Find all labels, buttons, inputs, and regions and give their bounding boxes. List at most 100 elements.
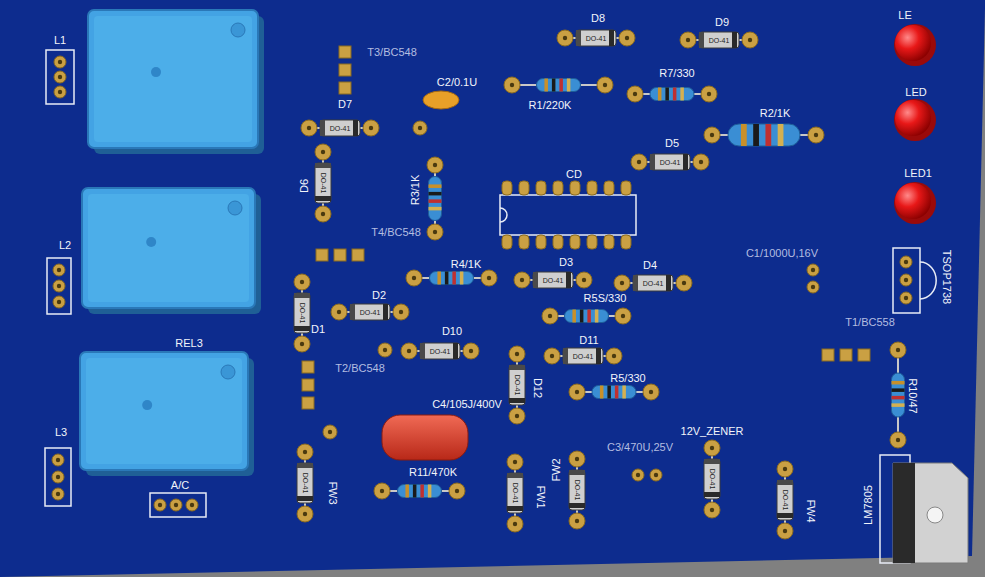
- diode-end: [320, 120, 325, 136]
- diode-symbol: [533, 272, 573, 288]
- diode-symbol: [576, 30, 616, 46]
- silkscreen-label: T2/BC548: [335, 363, 385, 374]
- square-pad: [334, 249, 346, 261]
- drill-hole: [710, 508, 714, 512]
- diode-symbol: [563, 348, 603, 364]
- diode-end: [650, 154, 655, 170]
- color-band: [665, 88, 669, 101]
- cathode-band: [297, 496, 313, 501]
- drill-hole: [620, 281, 624, 285]
- silkscreen-label: T4/BC548: [371, 227, 421, 238]
- color-band: [429, 199, 442, 203]
- diode-symbol: [633, 275, 673, 291]
- silkscreen-label: L1: [54, 35, 66, 46]
- relay-body: [82, 188, 255, 308]
- color-band: [452, 272, 456, 285]
- silkscreen-label: FW2: [551, 458, 562, 481]
- solder-pad: [507, 454, 523, 470]
- package-code: DO-41: [643, 280, 664, 287]
- solder-pad: [378, 343, 392, 357]
- solder-pad: [297, 444, 313, 460]
- diode-body: [699, 32, 739, 48]
- package-code: DO-41: [430, 348, 451, 355]
- silkscreen-label: R2/1K: [760, 108, 791, 119]
- silkscreen-label: D10: [442, 326, 462, 337]
- silkscreen-label: D5: [665, 138, 679, 149]
- solder-pad: [294, 274, 310, 290]
- diode-end: [704, 459, 720, 464]
- solder-pad: [900, 274, 912, 286]
- drill-hole: [399, 310, 403, 314]
- diode-end: [777, 480, 793, 485]
- resistor-symbol: [650, 88, 694, 101]
- silk-outline: [150, 493, 206, 517]
- ic-pin: [536, 235, 546, 249]
- silkscreen-label: D4: [643, 260, 657, 271]
- drill-hole: [57, 284, 61, 288]
- color-band: [892, 403, 905, 407]
- package-code: DO-41: [782, 490, 789, 511]
- diode-body: [315, 163, 331, 203]
- silkscreen-label: LE: [898, 10, 911, 21]
- package-code: DO-41: [543, 277, 564, 284]
- resistor-body: [430, 272, 474, 285]
- silkscreen-label: T3/BC548: [367, 47, 417, 58]
- solder-pad: [170, 499, 182, 511]
- cathode-band: [596, 348, 601, 364]
- solder-pad: [676, 275, 692, 291]
- solder-pad: [427, 224, 443, 240]
- drill-hole: [896, 438, 900, 442]
- diode-body: [704, 459, 720, 499]
- diode-end: [569, 470, 585, 475]
- cathode-band: [683, 154, 688, 170]
- relay-hole: [151, 67, 161, 77]
- solder-pad: [507, 516, 523, 532]
- solder-pad: [557, 30, 573, 46]
- ic-pin: [570, 181, 580, 195]
- cathode-band: [383, 304, 388, 320]
- diode-body: [320, 120, 360, 136]
- square-pad: [352, 249, 364, 261]
- cathode-band: [609, 30, 614, 46]
- drill-hole: [710, 446, 714, 450]
- silkscreen-label: R5/330: [610, 373, 645, 384]
- solder-pad: [569, 451, 585, 467]
- silkscreen-label: R7/330: [659, 68, 694, 79]
- package-code: DO-41: [709, 37, 730, 44]
- diode-end: [350, 304, 355, 320]
- solder-pad: [463, 343, 479, 359]
- drill-hole: [904, 296, 908, 300]
- drill-hole: [300, 342, 304, 346]
- silkscreen-label: R10/47: [907, 378, 918, 413]
- drill-hole: [174, 503, 178, 507]
- solder-pad: [693, 154, 709, 170]
- color-band: [544, 79, 548, 92]
- square-pad: [302, 361, 314, 373]
- square-pad: [302, 397, 314, 409]
- color-band: [429, 207, 442, 211]
- color-band: [580, 310, 584, 323]
- ic-pin: [502, 181, 512, 195]
- solder-pad: [569, 513, 585, 529]
- color-band: [765, 124, 771, 146]
- silkscreen-label: TSOP1738: [941, 250, 952, 304]
- resistor-body: [429, 177, 442, 221]
- ic-pin: [536, 181, 546, 195]
- silkscreen-label: 12V_ZENER: [681, 426, 744, 437]
- ic-outline: [500, 195, 636, 235]
- solder-pad: [52, 471, 64, 483]
- square-pad: [316, 249, 328, 261]
- silkscreen-label: D12: [532, 378, 543, 398]
- square-pad: [339, 46, 351, 58]
- solder-pad: [701, 86, 717, 102]
- ic-pin: [604, 181, 614, 195]
- relay-body: [80, 352, 248, 470]
- drill-hole: [337, 310, 341, 314]
- solder-pad: [643, 384, 659, 400]
- solder-pad: [53, 296, 65, 308]
- drill-hole: [56, 458, 60, 462]
- solder-pad: [294, 336, 310, 352]
- solder-pad: [363, 120, 379, 136]
- relay-body: [88, 10, 258, 148]
- silk-outline: [893, 248, 920, 313]
